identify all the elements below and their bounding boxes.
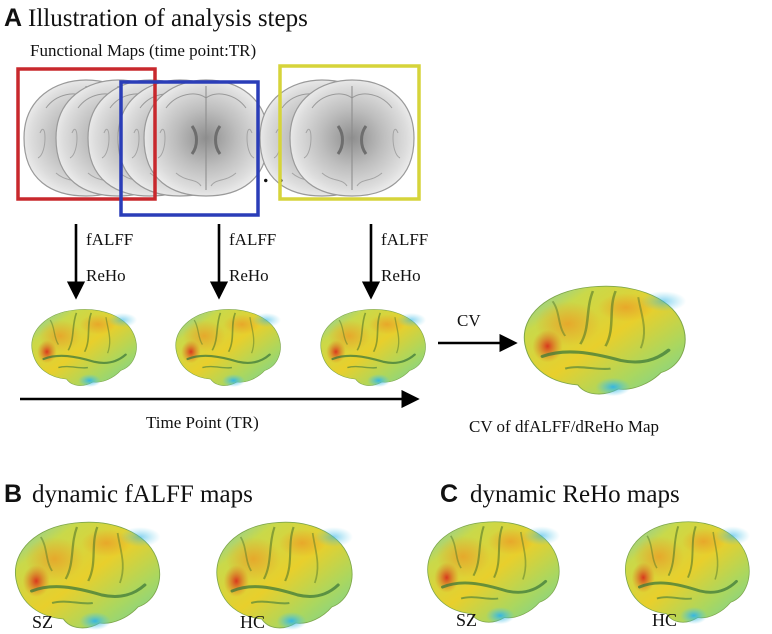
- window-brain-map-3: [319, 308, 428, 389]
- time-axis-label: Time Point (TR): [146, 413, 259, 432]
- panel-b-title: dynamic fALFF maps: [32, 481, 253, 508]
- step-1: fALFF ReHo: [66, 224, 133, 300]
- step-3-metric-1: fALFF: [381, 230, 428, 249]
- cv-brain-map: [522, 284, 689, 399]
- blue-window: [119, 80, 260, 217]
- step-1-metric-2: ReHo: [86, 266, 126, 285]
- functional-map-stack: [22, 78, 416, 198]
- panel-a-letter: A: [4, 4, 22, 32]
- reho-hc-label: HC: [652, 610, 677, 630]
- step-2: fALFF ReHo: [209, 224, 276, 300]
- panel-a-title: Illustration of analysis steps: [28, 5, 308, 32]
- functional-map-7: [288, 78, 416, 198]
- panel-c-letter: C: [440, 480, 458, 508]
- step-2-metric-2: ReHo: [229, 266, 269, 285]
- reho-sz-label: SZ: [456, 610, 477, 630]
- falff-hc-label: HC: [240, 612, 265, 632]
- window-brain-map-1: [30, 308, 139, 389]
- panel-c-title: dynamic ReHo maps: [470, 481, 680, 508]
- step-3-metric-2: ReHo: [381, 266, 421, 285]
- reho-hc-brain: [623, 520, 752, 626]
- red-window: [16, 67, 157, 201]
- reho-sz-brain: [426, 520, 562, 626]
- cv-label: CV: [457, 311, 481, 330]
- step-2-metric-1: fALFF: [229, 230, 276, 249]
- panel-b-letter: B: [4, 480, 22, 508]
- cv-map-label: CV of dfALFF/dReHo Map: [469, 417, 659, 436]
- window-brain-map-2: [174, 308, 283, 389]
- step-3: fALFF ReHo: [361, 224, 428, 300]
- falff-hc-brain: [215, 520, 355, 632]
- functional-map-5: [142, 78, 270, 198]
- functional-maps-label: Functional Maps (time point:TR): [30, 41, 256, 60]
- falff-sz-label: SZ: [32, 612, 53, 632]
- yellow-window: [278, 64, 421, 201]
- step-1-metric-1: fALFF: [86, 230, 133, 249]
